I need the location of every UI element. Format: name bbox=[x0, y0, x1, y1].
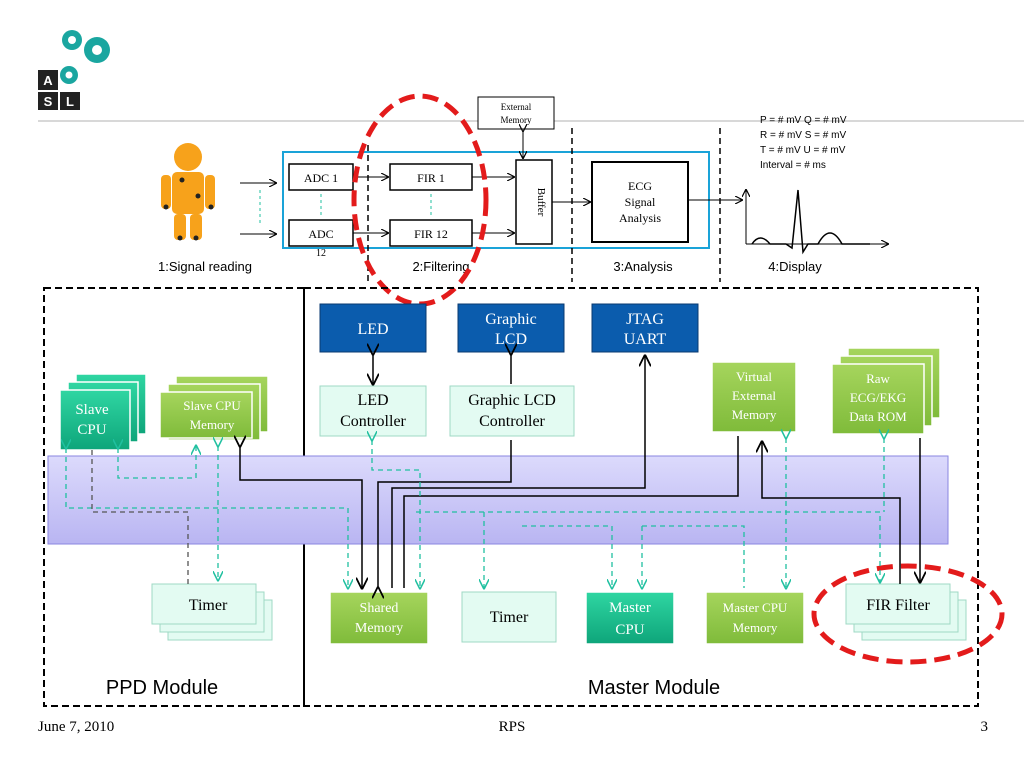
timer-master-label: Timer bbox=[490, 609, 529, 626]
fir-filter-block bbox=[845, 583, 951, 625]
graphic-lcd-label-2: LCD bbox=[495, 331, 527, 348]
raw-rom-label-1: Raw bbox=[866, 371, 890, 386]
footer-center: RPS bbox=[499, 719, 526, 735]
led-controller-label-1: LED bbox=[357, 392, 388, 409]
timer-ppd-label: Timer bbox=[189, 597, 228, 614]
footer-page-number: 3 bbox=[981, 719, 989, 735]
buffer-block bbox=[515, 159, 553, 245]
graphic-lcd-label-1: Graphic bbox=[485, 311, 537, 328]
readout-line-2: R = # mV S = # mV bbox=[760, 130, 846, 141]
fir1-block bbox=[389, 163, 473, 191]
stage-label-2: 2:Filtering bbox=[412, 259, 469, 274]
ecg-analysis-label-3: Analysis bbox=[619, 211, 661, 225]
virtual-ext-mem-label-1: Virtual bbox=[736, 369, 772, 384]
adc1-label: ADC 1 bbox=[304, 171, 338, 185]
raw-rom-label-3: Data ROM bbox=[849, 409, 907, 424]
ecg-analysis-label-2: Signal bbox=[625, 195, 656, 209]
external-memory-label-1: External bbox=[501, 102, 532, 112]
ppd-module-label: PPD Module bbox=[106, 677, 218, 699]
shared-mem-label-1: Shared bbox=[360, 601, 399, 616]
ecg-analysis-block bbox=[591, 161, 689, 243]
led-label: LED bbox=[357, 321, 388, 338]
logo-letter-s: S bbox=[44, 94, 53, 109]
virtual-ext-mem-label-3: Memory bbox=[732, 407, 777, 422]
master-cpu-mem-block bbox=[705, 591, 805, 645]
gear-icon bbox=[60, 30, 110, 84]
logo-letter-l: L bbox=[66, 94, 74, 109]
master-cpu-label-1: Master bbox=[609, 600, 651, 616]
adc1-block bbox=[288, 163, 354, 191]
buffer-label: Buffer bbox=[535, 188, 547, 217]
fir-filter-label: FIR Filter bbox=[866, 597, 930, 614]
adc12-sub: 12 bbox=[316, 248, 326, 259]
stage-label-4: 4:Display bbox=[768, 259, 822, 274]
slave-cpu-mem-block bbox=[159, 391, 253, 439]
slave-cpu-block bbox=[59, 389, 131, 451]
logo-letter-a: A bbox=[43, 73, 53, 88]
master-cpu-block bbox=[585, 591, 675, 645]
fir12-block bbox=[389, 219, 473, 247]
stage-label-3: 3:Analysis bbox=[613, 259, 673, 274]
footer-date: June 7, 2010 bbox=[38, 719, 114, 735]
human-body-icon bbox=[161, 143, 215, 241]
jtag-uart-label-1: JTAG bbox=[626, 311, 664, 328]
ecg-analysis-label-1: ECG bbox=[628, 179, 652, 193]
adc12-label: ADC bbox=[308, 227, 333, 241]
fir12-label: FIR 12 bbox=[414, 227, 448, 241]
raw-rom-label-2: ECG/EKG bbox=[850, 390, 906, 405]
slave-cpu-label-2: CPU bbox=[77, 422, 106, 438]
fir-filter-highlight bbox=[811, 563, 1005, 665]
external-memory-label-2: Memory bbox=[501, 115, 532, 125]
virtual-ext-mem-block bbox=[711, 361, 797, 433]
stage-label-1: 1:Signal reading bbox=[158, 259, 252, 274]
readout-line-4: Interval = # ms bbox=[760, 160, 826, 171]
readout-line-3: T = # mV U = # mV bbox=[760, 145, 846, 156]
led-controller-label-2: Controller bbox=[340, 413, 406, 430]
lab-logo: A S L bbox=[38, 30, 110, 110]
ecg-waveform-icon bbox=[746, 190, 888, 255]
master-cpu-label-2: CPU bbox=[615, 622, 644, 638]
system-bus bbox=[47, 455, 949, 545]
timer-master-block bbox=[461, 591, 557, 643]
fir1-label: FIR 1 bbox=[417, 171, 445, 185]
jtag-uart-label-2: UART bbox=[624, 331, 667, 348]
led-controller-block bbox=[319, 385, 427, 437]
virtual-ext-mem-label-2: External bbox=[732, 388, 776, 403]
slave-cpu-mem-label-1: Slave CPU bbox=[183, 398, 241, 413]
master-cpu-mem-label-2: Memory bbox=[733, 620, 778, 635]
master-module-label: Master Module bbox=[588, 677, 720, 699]
shared-mem-block bbox=[329, 591, 429, 645]
master-cpu-mem-label-1: Master CPU bbox=[723, 600, 788, 615]
glcd-controller-label-2: Controller bbox=[479, 413, 545, 430]
shared-mem-label-2: Memory bbox=[355, 621, 403, 636]
glcd-controller-label-1: Graphic LCD bbox=[468, 392, 556, 409]
jtag-uart-block bbox=[591, 303, 699, 353]
raw-rom-block bbox=[831, 363, 925, 435]
external-memory-block bbox=[477, 96, 555, 130]
adc12-block bbox=[288, 219, 354, 247]
slave-cpu-mem-label-2: Memory bbox=[190, 417, 235, 432]
timer-ppd-block bbox=[151, 583, 257, 625]
glcd-controller-block bbox=[449, 385, 575, 437]
readout-line-1: P = # mV Q = # mV bbox=[760, 115, 847, 126]
slave-cpu-label-1: Slave bbox=[75, 402, 109, 418]
